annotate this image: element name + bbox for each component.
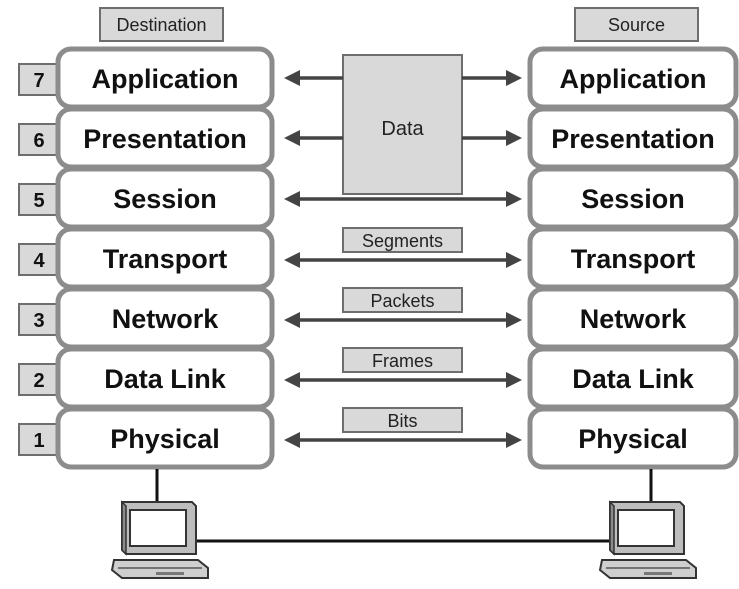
destination-layer-7-label: Application [92,64,239,94]
network-wiring [155,469,653,543]
arrow-data-link [284,372,522,388]
frames-pdu: Frames [342,347,463,373]
arrow-presentation [284,130,522,146]
destination-layer-2-label: Data Link [104,364,227,394]
destination-layer-7: 7 Application [18,46,275,110]
layer-number-3: 3 [33,310,44,332]
destination-layer-4: 4 Transport [18,226,275,290]
arrow-application [284,70,522,86]
arrow-session [284,191,522,207]
destination-layer-2: 2 Data Link [18,346,275,410]
source-layer-2: Data Link [527,346,739,410]
source-layer-7: Application [527,46,739,110]
source-layer-5: Session [527,166,739,230]
destination-layer-1: 1 Physical [18,406,275,470]
computer-icon [110,500,209,579]
source-header: Source [574,7,699,42]
destination-stack: 7 Application 6 Presentation 5 Session 4… [18,46,275,470]
destination-header: Destination [99,7,224,42]
destination-header-label: Destination [116,15,206,35]
layer-number-5: 5 [33,190,44,212]
source-stack: Application Presentation Session Transpo… [527,46,739,470]
packets-pdu-label: Packets [370,291,434,311]
computer-icon [598,500,697,579]
source-layer-1-label: Physical [578,424,688,454]
layer-number-4: 4 [33,250,45,272]
arrow-transport [284,252,522,268]
layer-number-7: 7 [33,70,44,92]
arrow-network [284,312,522,328]
segments-pdu-label: Segments [362,231,443,251]
data-pdu-label: Data [381,118,424,140]
source-layer-7-label: Application [560,64,707,94]
arrow-physical [284,432,522,448]
bits-pdu-label: Bits [387,411,417,431]
destination-layer-5-label: Session [113,184,217,214]
source-layer-3-label: Network [580,304,688,334]
data-pdu: Data [342,54,463,195]
layer-number-1: 1 [33,430,44,452]
source-header-label: Source [608,15,665,35]
arrows [284,70,522,448]
destination-layer-6-label: Presentation [83,124,247,154]
destination-layer-3: 3 Network [18,286,275,350]
source-layer-2-label: Data Link [572,364,695,394]
bits-pdu: Bits [342,407,463,433]
destination-layer-5: 5 Session [18,166,275,230]
source-layer-6: Presentation [527,106,739,170]
source-layer-1: Physical [527,406,739,470]
segments-pdu: Segments [342,227,463,253]
destination-layer-6: 6 Presentation [18,106,275,170]
layer-number-2: 2 [33,370,44,392]
destination-layer-3-label: Network [112,304,220,334]
source-layer-5-label: Session [581,184,685,214]
source-layer-6-label: Presentation [551,124,715,154]
source-layer-4: Transport [527,226,739,290]
destination-layer-4-label: Transport [103,244,228,274]
layer-number-6: 6 [33,130,44,152]
source-layer-3: Network [527,286,739,350]
destination-layer-1-label: Physical [110,424,220,454]
packets-pdu: Packets [342,287,463,313]
source-layer-4-label: Transport [571,244,696,274]
frames-pdu-label: Frames [372,351,433,371]
